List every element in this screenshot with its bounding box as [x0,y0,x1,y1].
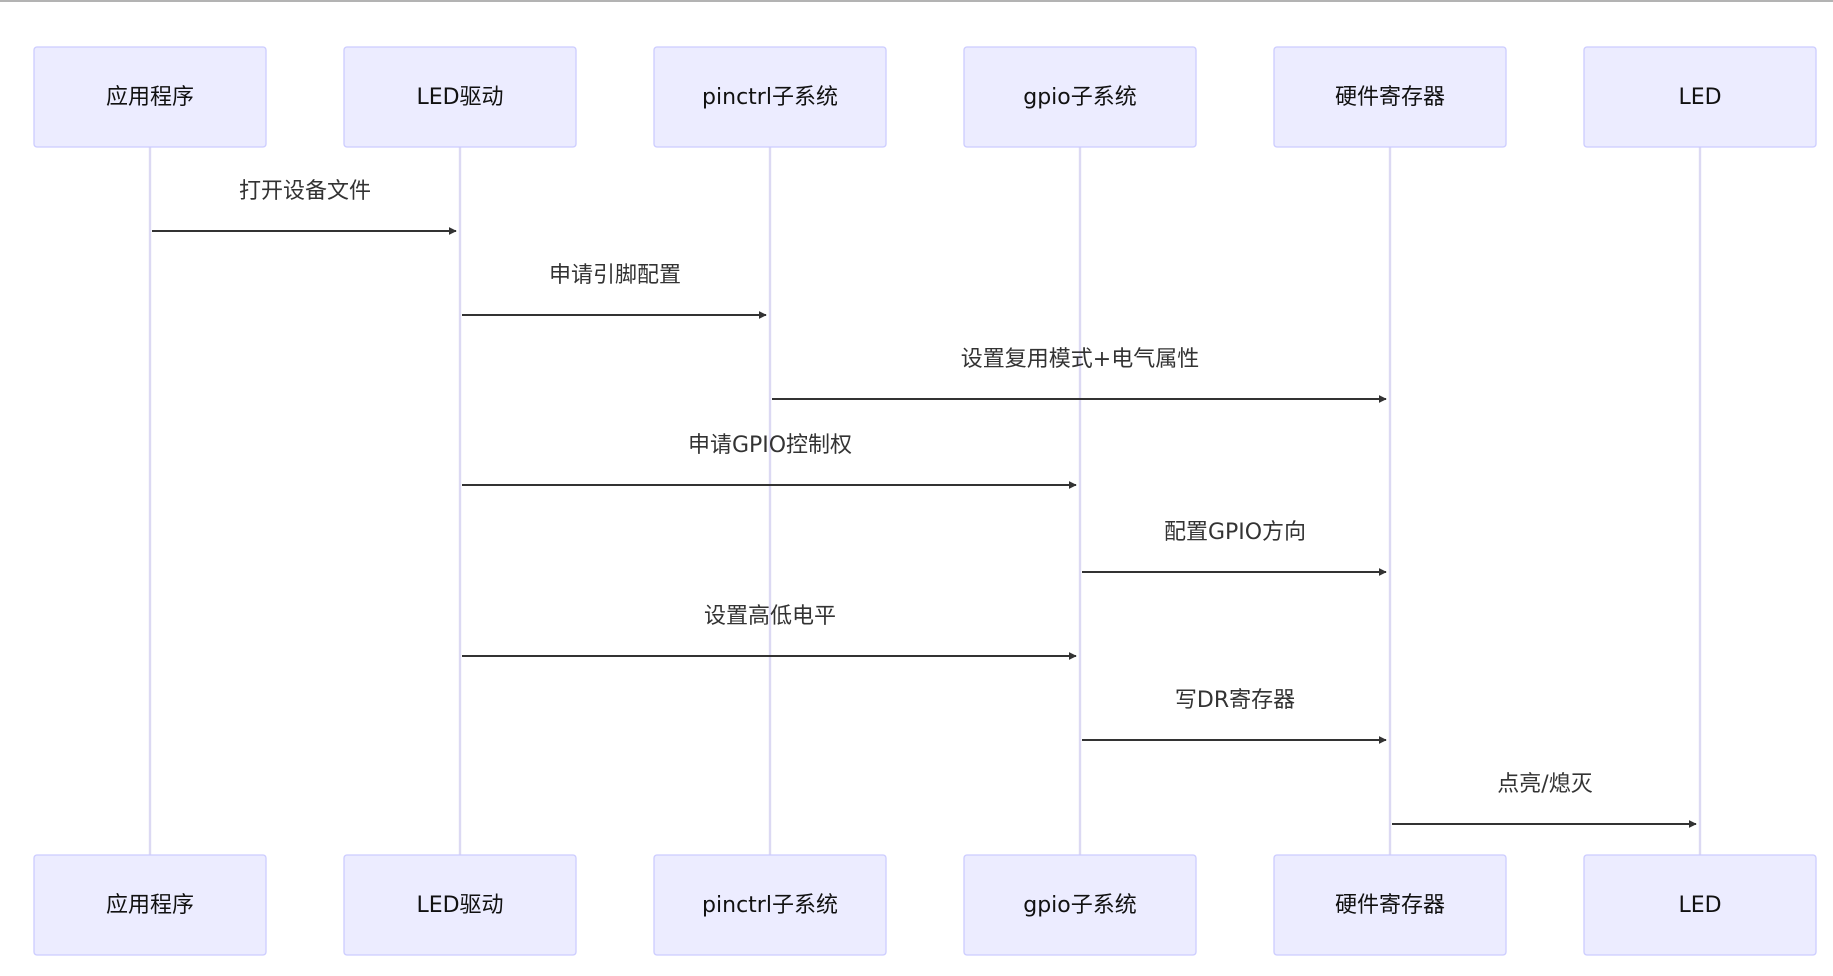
message-label: 申请GPIO控制权 [688,433,852,458]
actor-label: LED [1678,85,1721,110]
message-5: 配置GPIO方向 [1082,520,1387,576]
actor-label: LED [1678,893,1721,918]
actor-label: gpio子系统 [1023,85,1137,110]
actor-top-hwreg[interactable]: 硬件寄存器 [1273,46,1507,148]
actors-bottom-row: 应用程序 LED驱动 pinctrl子系统 gpio子系统 硬件寄存器 LED [33,854,1817,956]
actor-box [343,854,577,956]
actor-label: 应用程序 [106,85,194,110]
actor-bottom-gpio[interactable]: gpio子系统 [963,854,1197,956]
actor-bottom-hwreg[interactable]: 硬件寄存器 [1273,854,1507,956]
actor-box [963,854,1197,956]
actor-bottom-app[interactable]: 应用程序 [33,854,267,956]
message-label: 设置复用模式+电气属性 [961,347,1199,372]
message-1: 打开设备文件 [152,179,457,235]
message-4: 申请GPIO控制权 [462,433,1077,489]
actor-box [1273,46,1507,148]
message-label: 写DR寄存器 [1175,688,1295,713]
actor-bottom-pinctrl[interactable]: pinctrl子系统 [653,854,887,956]
actor-bottom-led[interactable]: LED [1583,854,1817,956]
actor-label: 应用程序 [106,893,194,918]
message-2: 申请引脚配置 [462,263,767,319]
actor-label: LED驱动 [416,85,503,110]
actor-box [1583,46,1817,148]
lifelines [148,147,1702,855]
actor-bottom-driver[interactable]: LED驱动 [343,854,577,956]
messages: 打开设备文件申请引脚配置设置复用模式+电气属性申请GPIO控制权配置GPIO方向… [152,179,1697,828]
actor-top-app[interactable]: 应用程序 [33,46,267,148]
actor-label: 硬件寄存器 [1335,893,1445,918]
actor-box [33,46,267,148]
actor-top-pinctrl[interactable]: pinctrl子系统 [653,46,887,148]
actor-label: pinctrl子系统 [702,85,838,110]
message-label: 申请引脚配置 [549,263,681,288]
message-6: 设置高低电平 [462,604,1077,660]
actor-box [1273,854,1507,956]
actors-top-row: 应用程序 LED驱动 pinctrl子系统 gpio子系统 硬件寄存器 LED [33,46,1817,148]
actor-box [343,46,577,148]
actor-top-driver[interactable]: LED驱动 [343,46,577,148]
actor-label: LED驱动 [416,893,503,918]
message-label: 打开设备文件 [239,179,371,204]
message-label: 点亮/熄灭 [1497,772,1592,797]
actor-label: 硬件寄存器 [1335,85,1445,110]
message-label: 设置高低电平 [704,604,836,629]
actor-box [963,46,1197,148]
actor-label: pinctrl子系统 [702,893,838,918]
message-8: 点亮/熄灭 [1392,772,1697,828]
actor-box [653,854,887,956]
actor-top-gpio[interactable]: gpio子系统 [963,46,1197,148]
message-label: 配置GPIO方向 [1164,520,1306,545]
actor-top-led[interactable]: LED [1583,46,1817,148]
actor-box [653,46,887,148]
message-3: 设置复用模式+电气属性 [772,347,1387,403]
actor-box [1583,854,1817,956]
actor-label: gpio子系统 [1023,893,1137,918]
message-7: 写DR寄存器 [1082,688,1387,744]
actor-box [33,854,267,956]
